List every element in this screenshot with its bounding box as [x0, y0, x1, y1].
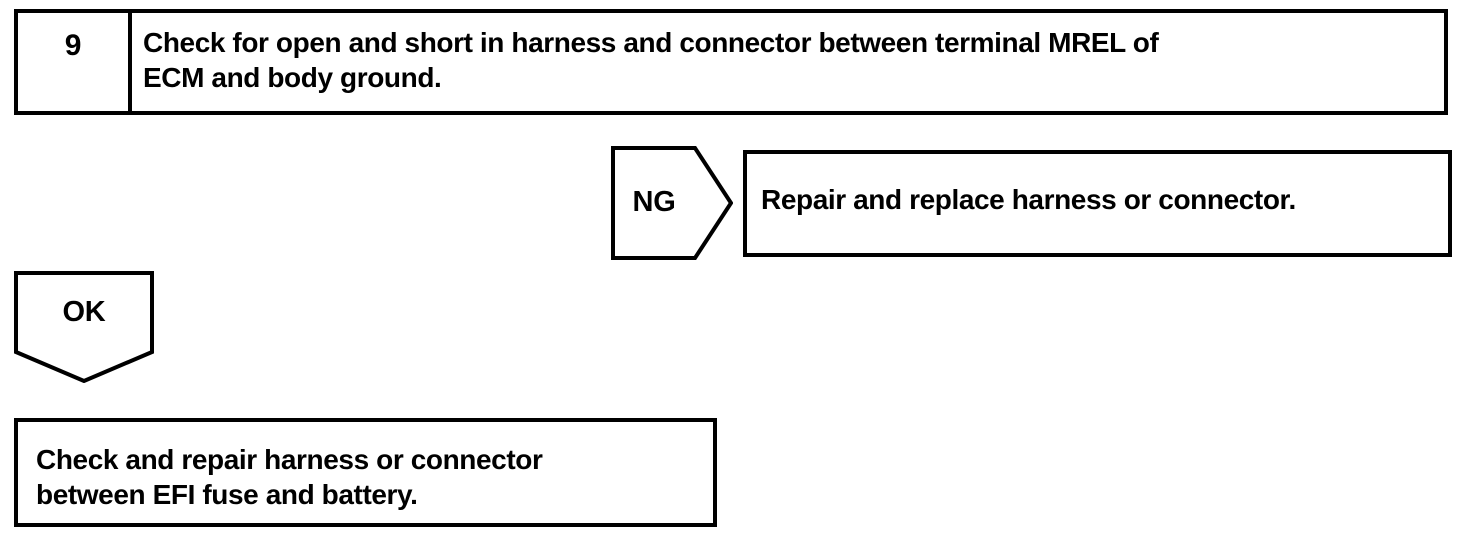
ok-label: OK [62, 295, 106, 328]
step-instruction: Check for open and short in harness and … [132, 13, 1444, 111]
ok-connector: OK [14, 271, 154, 383]
ok-pentagon-icon [14, 271, 154, 383]
ng-label: NG [632, 185, 676, 218]
step-box: 9 Check for open and short in harness an… [14, 9, 1448, 115]
next-step-line-1: Check and repair harness or connector [36, 444, 543, 475]
ng-pentagon-icon [611, 146, 733, 260]
ng-result-box: Repair and replace harness or connector. [743, 150, 1452, 257]
ng-connector: NG [611, 146, 733, 260]
step-instruction-line-1: Check for open and short in harness and … [143, 27, 1159, 58]
next-step-line-2: between EFI fuse and battery. [36, 479, 418, 510]
ng-result-text: Repair and replace harness or connector. [761, 183, 1296, 215]
step-number: 9 [18, 13, 132, 111]
step-instruction-line-2: ECM and body ground. [143, 62, 442, 93]
next-step-box: Check and repair harness or connector be… [14, 418, 717, 527]
